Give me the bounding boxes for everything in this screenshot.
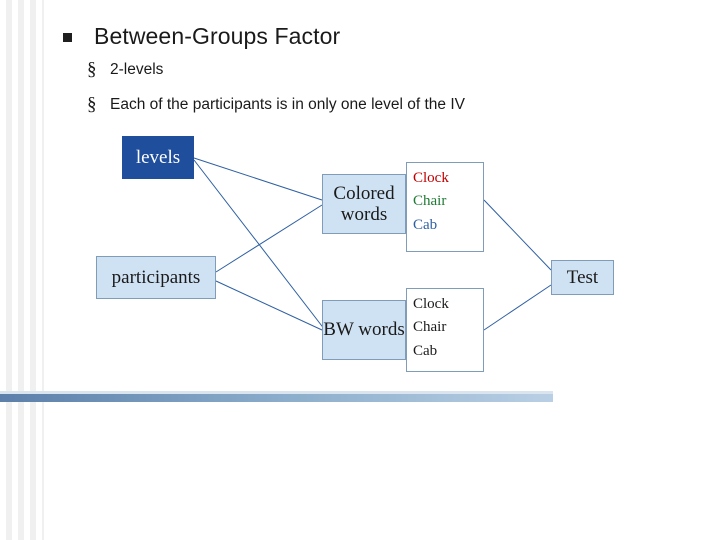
word-item: Chair — [413, 319, 447, 336]
node-colored-words[interactable]: Colored words — [322, 174, 406, 234]
square-bullet-icon — [63, 33, 72, 42]
word-item: Clock — [413, 170, 449, 186]
page-title: Between-Groups Factor — [94, 23, 341, 49]
node-participants[interactable]: participants — [96, 256, 216, 299]
word-item: Cab — [413, 216, 438, 233]
word-item: Cab — [413, 342, 438, 359]
bullet-item-2: Each of the participants is in only one … — [110, 96, 465, 113]
footer-rule-highlight — [0, 391, 553, 394]
word-list-bw: Clock Chair Cab — [406, 288, 484, 372]
node-levels[interactable]: levels — [122, 136, 194, 179]
section-sign-icon: § — [87, 94, 97, 115]
bullet-item-1: 2-levels — [110, 61, 164, 78]
word-list-colored: Clock Chair Cab — [406, 162, 484, 252]
section-sign-icon: § — [87, 59, 97, 80]
footer-rule — [0, 394, 553, 402]
node-test[interactable]: Test — [551, 260, 614, 295]
word-item: Chair — [413, 193, 447, 210]
word-item: Clock — [413, 296, 449, 312]
node-bw-words[interactable]: BW words — [322, 300, 406, 360]
